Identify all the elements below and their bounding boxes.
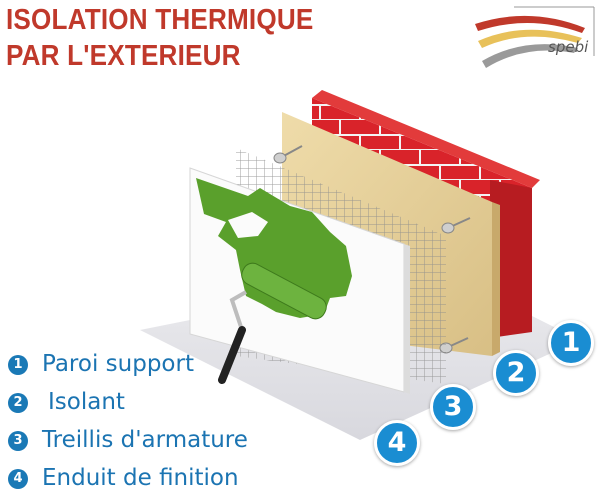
legend-label: Isolant	[48, 389, 125, 415]
brick-wall-side	[490, 180, 532, 338]
insulation-board-edge	[492, 202, 500, 356]
paint-gap	[228, 212, 268, 238]
page-title: ISOLATION THERMIQUE PAR L'EXTERIEUR	[6, 2, 313, 74]
legend-number: 4	[8, 469, 28, 489]
legend-number: 3	[8, 431, 28, 451]
logo-text: spebi	[548, 38, 589, 56]
finishing-render-edge	[404, 244, 410, 394]
layer-badge-3: 3	[430, 384, 476, 430]
legend-number: 2	[8, 393, 28, 413]
legend-label: Treillis d'armature	[42, 427, 248, 453]
layer-badge-1: 1	[548, 320, 594, 366]
layer-badge-2: 2	[493, 350, 539, 396]
legend-label: Enduit de finition	[42, 465, 239, 491]
logo-swoosh-gray	[482, 44, 578, 68]
spebi-logo	[475, 6, 595, 68]
logo-swoosh-red	[475, 15, 585, 33]
anchor-top	[273, 145, 303, 164]
roller-frame	[229, 290, 247, 331]
layer-badge-4: 4	[374, 420, 420, 466]
legend-number: 1	[8, 355, 28, 375]
title-line-2: PAR L'EXTERIEUR	[6, 40, 241, 72]
roller-sleeve	[241, 262, 327, 320]
roller-handle	[218, 326, 246, 384]
logo-swoosh-yellow	[478, 29, 582, 48]
green-paint	[196, 178, 352, 318]
legend-label: Paroi support	[42, 351, 194, 377]
anchor-middle	[441, 217, 471, 234]
brick-wall-top	[312, 90, 540, 188]
title-line-1: ISOLATION THERMIQUE	[6, 4, 314, 36]
paint-roller	[218, 262, 327, 384]
